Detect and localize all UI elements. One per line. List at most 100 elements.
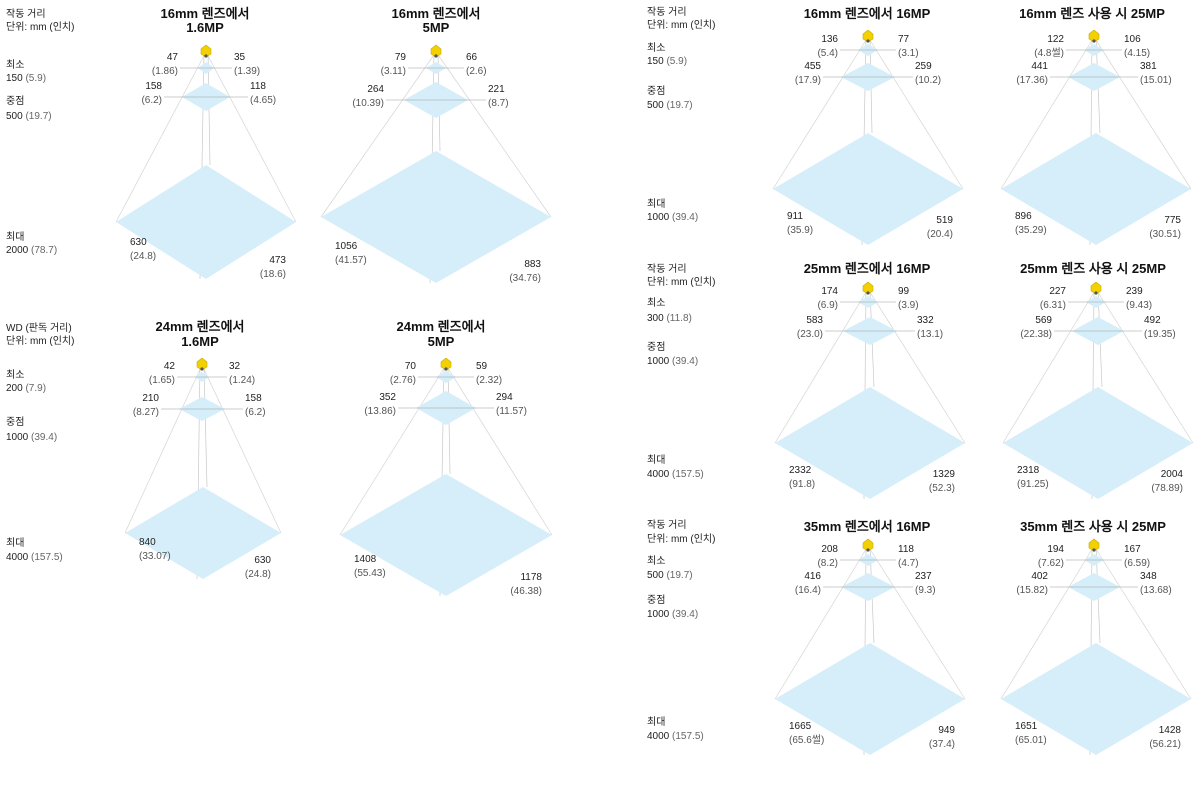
- width-mm: 70: [405, 361, 417, 372]
- height-mm: 239: [1126, 286, 1143, 297]
- height-inch: (9.3): [915, 585, 936, 596]
- height-mm: 1178: [520, 572, 542, 583]
- distance-label: 중점: [647, 341, 665, 353]
- units-caption: 단위: mm (인치): [647, 18, 715, 31]
- width-inch: (35.9): [787, 225, 813, 236]
- height-inch: (6.2): [245, 407, 266, 418]
- fov-plane: [321, 151, 551, 283]
- frustum-edge-right: [867, 545, 966, 700]
- diagram-title: 16mm 렌즈 사용 시 25MP: [1019, 6, 1165, 21]
- height-mm: 35: [234, 52, 246, 63]
- optical-axis: [203, 364, 208, 488]
- units-caption: 단위: mm (인치): [647, 532, 715, 545]
- height-inch: (4.15): [1124, 48, 1150, 59]
- distance-value: 1000 (39.4): [647, 609, 698, 620]
- frustum-edge-left: [774, 288, 869, 444]
- width-inch: (17.36): [1016, 75, 1048, 86]
- height-inch: (1.39): [234, 66, 260, 77]
- fov-plane: [775, 387, 965, 499]
- distance-mm: 150: [647, 56, 666, 67]
- distance-label: 최대: [6, 537, 24, 549]
- width-inch: (65.6썰): [789, 734, 824, 746]
- distance-value: 300 (11.8): [647, 313, 692, 324]
- scanner-lens-icon: [866, 39, 870, 43]
- fov-plane: [775, 643, 965, 755]
- fov-plane: [1003, 387, 1193, 499]
- width-mm: 158: [145, 81, 162, 92]
- scanner-lens-icon: [200, 367, 204, 371]
- fov-plane: [125, 487, 281, 579]
- height-mm: 949: [938, 725, 955, 736]
- height-inch: (13.68): [1140, 585, 1172, 596]
- diagram-title: 24mm 렌즈에서: [155, 319, 244, 334]
- distance-header: 작동 거리: [647, 519, 687, 531]
- frustum-edge-right: [445, 364, 553, 536]
- distance-header: 작동 거리: [647, 263, 687, 275]
- height-mm: 106: [1124, 34, 1141, 45]
- width-inch: (24.8): [130, 251, 156, 262]
- scanner-icon: [862, 29, 874, 43]
- width-inch: (8.2): [817, 558, 838, 569]
- width-mm: 210: [142, 393, 159, 404]
- frustum-edge-right: [1093, 545, 1192, 700]
- width-mm: 2332: [789, 465, 812, 476]
- height-inch: (19.35): [1144, 329, 1176, 340]
- frustum-edge-left: [320, 51, 437, 218]
- diagram-title: 25mm 렌즈 사용 시 25MP: [1020, 261, 1166, 276]
- frustum-edge-right: [1093, 36, 1192, 190]
- distance-header: 작동 거리: [6, 8, 46, 20]
- width-inch: (4.8썰): [1034, 47, 1064, 59]
- width-mm: 455: [804, 61, 821, 72]
- width-inch: (16.4): [795, 585, 821, 596]
- distance-value: 1000 (39.4): [647, 356, 698, 367]
- width-inch: (33.07): [139, 551, 171, 562]
- units-caption: 단위: mm (인치): [6, 334, 74, 347]
- diagram-subtitle: 1.6MP: [186, 20, 224, 35]
- height-inch: (4.7): [898, 558, 919, 569]
- width-mm: 194: [1047, 544, 1064, 555]
- frustum-edge-right: [1095, 288, 1194, 444]
- diagram-title: 25mm 렌즈에서 16MP: [804, 261, 931, 276]
- width-mm: 840: [139, 537, 156, 548]
- height-inch: (30.51): [1149, 229, 1181, 240]
- height-inch: (13.1): [917, 329, 943, 340]
- scanner-lens-icon: [866, 548, 870, 552]
- scanner-lens-icon: [866, 291, 870, 295]
- scanner-lens-icon: [444, 367, 448, 371]
- width-mm: 122: [1047, 34, 1064, 45]
- height-inch: (18.6): [260, 269, 286, 280]
- width-mm: 402: [1031, 571, 1048, 582]
- frustum-edge-left: [124, 364, 203, 534]
- distance-inch: (39.4): [31, 432, 57, 443]
- height-mm: 32: [229, 361, 241, 372]
- scanner-icon: [1088, 538, 1100, 552]
- diagram-title: 35mm 렌즈 사용 시 25MP: [1020, 519, 1166, 534]
- width-mm: 441: [1031, 61, 1048, 72]
- distance-header: WD (판독 거리): [6, 322, 72, 334]
- distance-value: 2000 (78.7): [6, 245, 57, 256]
- height-inch: (2.6): [466, 66, 487, 77]
- scanner-icon: [1090, 281, 1102, 295]
- width-mm: 1651: [1015, 721, 1038, 732]
- distance-inch: (7.9): [25, 383, 46, 394]
- width-inch: (35.29): [1015, 225, 1047, 236]
- height-inch: (3.1): [898, 48, 919, 59]
- distance-label: 최소: [6, 369, 24, 381]
- scanner-icon: [1088, 29, 1100, 43]
- distance-inch: (5.9): [25, 73, 46, 84]
- scanner-icon: [862, 281, 874, 295]
- frustum-edge-right: [201, 364, 282, 534]
- diagram-title: 16mm 렌즈에서: [391, 6, 480, 21]
- height-mm: 118: [898, 544, 914, 555]
- width-mm: 896: [1015, 211, 1032, 222]
- width-mm: 416: [804, 571, 821, 582]
- height-mm: 1428: [1159, 725, 1182, 736]
- diagram-title: 16mm 렌즈에서: [160, 6, 249, 21]
- distance-value: 150 (5.9): [647, 56, 687, 67]
- distance-inch: (5.9): [666, 56, 687, 67]
- distance-label: 중점: [647, 85, 665, 97]
- distance-value: 500 (19.7): [647, 570, 693, 581]
- height-inch: (1.24): [229, 375, 255, 386]
- distance-value: 4000 (157.5): [647, 731, 704, 742]
- height-mm: 99: [898, 286, 910, 297]
